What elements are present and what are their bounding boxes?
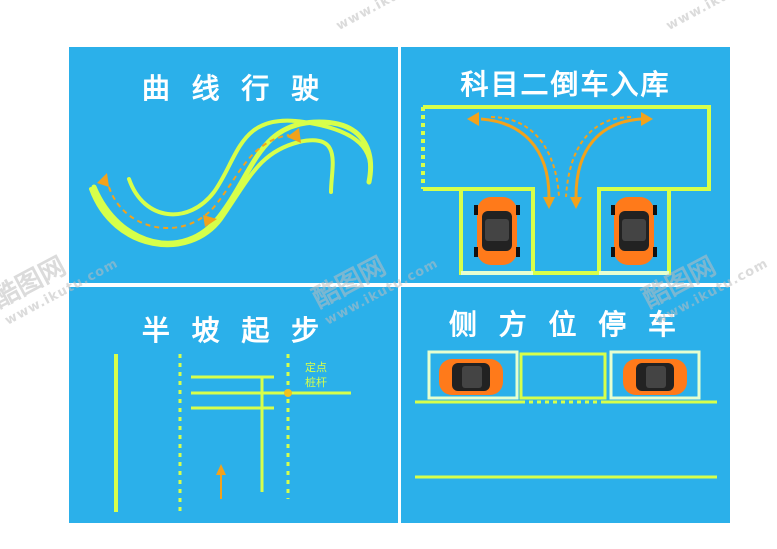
reverse-arrowhead-right <box>641 112 653 126</box>
curve-inner-line <box>129 96 376 213</box>
slope-direction-arrow-head <box>216 464 226 475</box>
curve-arrow-head-1 <box>287 128 301 143</box>
curve-lower-edge <box>89 138 335 248</box>
side-parking-diagram <box>415 350 717 479</box>
slope-marker-dot <box>284 389 292 397</box>
slope-marker-label-1: 定点 <box>305 360 327 374</box>
watermark-4: www.ikutu.com <box>334 0 452 34</box>
curve-upper-edge <box>127 118 373 217</box>
side-right-bay <box>609 350 701 400</box>
panel-title-reverse: 科目二倒车入库 <box>460 68 671 101</box>
reverse-dashed-right <box>565 116 632 198</box>
reverse-parking-diagram <box>421 105 711 275</box>
reverse-arrowhead-left <box>467 112 479 126</box>
curve-arrow-head-3 <box>97 173 109 187</box>
panel-reverse-parking: 科目二倒车入库 <box>401 47 730 283</box>
curve-driving-path <box>108 134 290 229</box>
side-car-left <box>439 359 503 395</box>
slope-marker-label-2: 桩杆 <box>305 375 327 389</box>
reverse-dashed-left <box>490 116 560 198</box>
reverse-arrowhead-down-2 <box>570 197 582 209</box>
reverse-car-right <box>611 197 657 265</box>
watermark-5: www.ikutu.com <box>664 0 777 34</box>
reverse-arrow-right <box>574 117 642 198</box>
panel-hill-start: 半 坡 起 步 定点 桩杆 <box>69 287 398 523</box>
side-car-right <box>623 359 687 395</box>
panel-title-curve: 曲 线 行 驶 <box>141 72 326 105</box>
panel-curve-driving: 曲 线 行 驶 <box>69 47 398 283</box>
curve-road-diagram <box>89 96 376 248</box>
reverse-arrowhead-down-1 <box>543 197 555 209</box>
curve-outer-line <box>91 119 374 246</box>
hill-start-diagram: 定点 桩杆 <box>114 354 351 512</box>
side-left-bay <box>427 350 519 400</box>
panel-title-side: 侧 方 位 停 车 <box>449 308 682 341</box>
panel-title-slope: 半 坡 起 步 <box>141 314 326 347</box>
curve-arrow-head-2 <box>203 215 217 227</box>
reverse-arrow-left <box>480 117 551 198</box>
side-middle-bay <box>519 352 607 400</box>
reverse-car-left <box>474 197 520 265</box>
panel-side-parking: 侧 方 位 停 车 <box>401 287 730 523</box>
